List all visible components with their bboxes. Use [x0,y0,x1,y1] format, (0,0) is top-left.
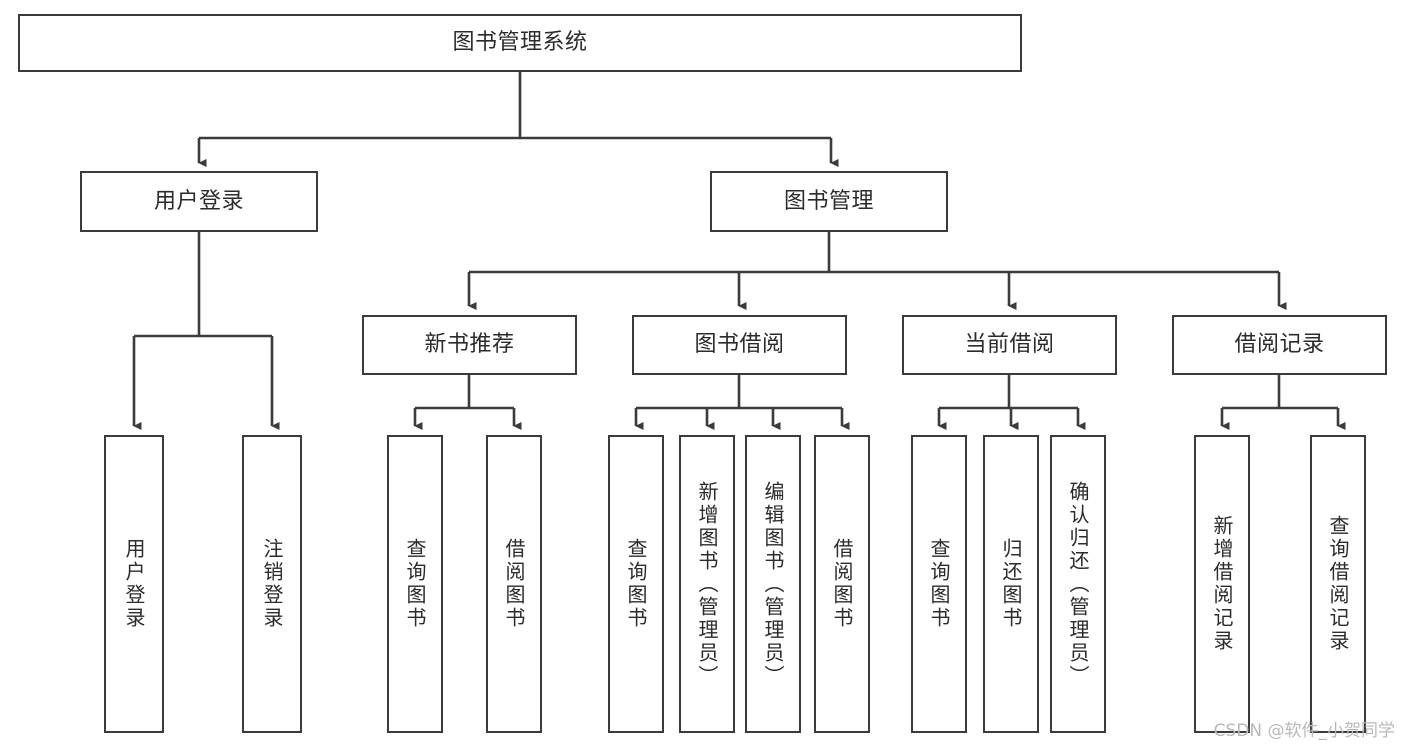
node-root-label: 图书管理系统 [452,30,588,56]
node-user-login[interactable]: 用户登录 [80,171,318,232]
node-leaf-add-borrow-record[interactable]: 新增借阅记录 [1194,435,1250,733]
node-leaf-borrow-book-2-label: 借阅图书 [830,538,854,630]
node-leaf-confirm-return-label: 确认归还（管理员） [1066,480,1090,688]
node-user-login-label: 用户登录 [153,188,244,214]
node-leaf-borrow-book-1-label: 借阅图书 [502,538,526,630]
node-leaf-query-book-3-label: 查询图书 [927,538,951,630]
node-leaf-confirm-return[interactable]: 确认归还（管理员） [1050,435,1106,733]
node-new-book-recommend[interactable]: 新书推荐 [362,315,577,375]
node-leaf-return-book[interactable]: 归还图书 [983,435,1039,733]
node-new-book-recommend-label: 新书推荐 [424,332,515,358]
node-root[interactable]: 图书管理系统 [18,14,1022,72]
node-leaf-query-book-2-label: 查询图书 [624,538,648,630]
node-leaf-user-login-label: 用户登录 [122,538,146,630]
node-leaf-query-book-3[interactable]: 查询图书 [911,435,967,733]
node-book-manage-label: 图书管理 [783,188,874,214]
node-leaf-edit-book-label: 编辑图书（管理员） [761,480,785,688]
node-leaf-borrow-book-2[interactable]: 借阅图书 [814,435,870,733]
node-borrow-record-label: 借阅记录 [1234,332,1325,358]
node-leaf-query-book-1-label: 查询图书 [403,538,427,630]
node-leaf-add-borrow-record-label: 新增借阅记录 [1210,515,1234,653]
node-current-borrow[interactable]: 当前借阅 [902,315,1117,375]
node-leaf-add-book-label: 新增图书（管理员） [695,480,719,688]
node-leaf-return-book-label: 归还图书 [999,538,1023,630]
node-borrow-record[interactable]: 借阅记录 [1172,315,1387,375]
node-leaf-query-book-2[interactable]: 查询图书 [608,435,664,733]
node-leaf-user-login[interactable]: 用户登录 [104,435,164,733]
node-leaf-query-borrow-record-label: 查询借阅记录 [1326,515,1350,653]
node-book-borrow-label: 图书借阅 [694,332,785,358]
node-leaf-query-book-1[interactable]: 查询图书 [387,435,443,733]
node-leaf-user-logout-label: 注销登录 [260,538,284,630]
node-book-manage[interactable]: 图书管理 [710,171,948,232]
node-book-borrow[interactable]: 图书借阅 [632,315,847,375]
node-leaf-user-logout[interactable]: 注销登录 [242,435,302,733]
node-leaf-borrow-book-1[interactable]: 借阅图书 [486,435,542,733]
node-leaf-edit-book[interactable]: 编辑图书（管理员） [745,435,801,733]
node-leaf-add-book[interactable]: 新增图书（管理员） [679,435,735,733]
node-leaf-query-borrow-record[interactable]: 查询借阅记录 [1310,435,1366,733]
node-current-borrow-label: 当前借阅 [964,332,1055,358]
